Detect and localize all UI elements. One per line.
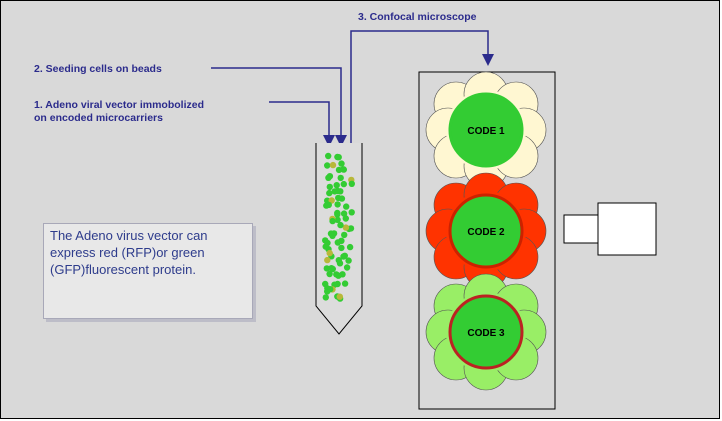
bead <box>334 216 341 223</box>
bead <box>340 166 347 173</box>
code-bead: CODE 2 <box>425 172 547 290</box>
bead <box>342 224 350 231</box>
bead <box>335 166 343 174</box>
bead <box>340 210 348 217</box>
step3-arrow <box>350 30 494 151</box>
code-bead: CODE 3 <box>425 273 547 391</box>
bead <box>334 201 341 208</box>
bead <box>338 244 345 252</box>
bead <box>348 180 355 187</box>
note-text: The Adeno virus vector can express red (… <box>50 228 208 277</box>
bead <box>335 272 342 279</box>
bead <box>334 239 341 246</box>
bead <box>333 182 340 189</box>
bead <box>345 257 352 264</box>
bead <box>337 174 344 182</box>
bead <box>331 188 338 195</box>
code-label: CODE 1 <box>467 126 505 137</box>
microscope-objective-icon <box>563 202 657 256</box>
step1-label-line1: 1. Adeno viral vector immobolized <box>34 99 204 111</box>
bead <box>347 225 355 232</box>
bead <box>334 211 341 218</box>
step2-label: 2. Seeding cells on beads <box>34 63 162 75</box>
step1-label-line2: on encoded microcarriers <box>34 112 163 124</box>
bead <box>323 202 330 209</box>
encoded-microcarriers: CODE 1 CODE 2 CODE 3 <box>425 71 547 391</box>
step1-arrow <box>269 101 335 147</box>
bead <box>340 253 347 260</box>
bead <box>324 162 331 169</box>
bead <box>338 160 345 167</box>
bead <box>323 265 330 272</box>
bead <box>325 174 332 181</box>
bead <box>341 231 348 239</box>
bead <box>348 209 355 216</box>
step2-arrow <box>211 67 347 147</box>
bead <box>342 215 349 222</box>
bead <box>337 221 344 229</box>
step3-label: 3. Confocal microscope <box>358 11 477 23</box>
bead <box>322 294 329 301</box>
bead-cluster <box>322 152 355 302</box>
bead <box>328 265 335 272</box>
bead <box>334 153 341 161</box>
code-label: CODE 2 <box>467 227 505 238</box>
bead <box>326 189 333 197</box>
bead <box>329 161 337 169</box>
bead <box>343 264 351 271</box>
bead <box>340 180 347 188</box>
bead <box>346 243 354 251</box>
code-bead: CODE 1 <box>425 71 547 189</box>
bead <box>341 280 349 287</box>
note-box: The Adeno virus vector can express red (… <box>43 223 253 319</box>
bead <box>338 195 346 202</box>
bead <box>329 217 336 225</box>
bead <box>322 243 329 250</box>
bead <box>325 152 332 160</box>
bead <box>327 286 334 293</box>
bead <box>329 232 336 239</box>
bead <box>324 256 331 264</box>
bead <box>335 257 342 264</box>
bead <box>326 270 333 278</box>
bead <box>326 249 333 257</box>
code-label: CODE 3 <box>467 328 505 339</box>
bead <box>336 293 343 300</box>
bead <box>326 183 333 191</box>
bead <box>343 203 350 210</box>
bead <box>337 188 344 195</box>
